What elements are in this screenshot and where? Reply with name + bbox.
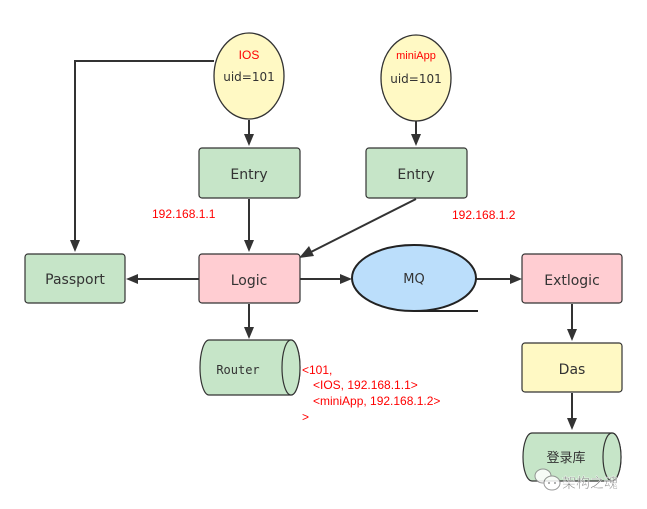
edges [70,60,577,430]
wechat-icon [534,468,561,491]
ip-annotation-1: 192.168.1.1 [152,207,216,221]
mq-label: MQ [403,272,424,287]
node-logic[interactable]: Logic [198,253,301,304]
router-mapping-line-2: <IOS, 192.168.1.1> [313,378,418,392]
arrow-ios-entry1 [244,134,254,146]
edge-entry2-logic [308,198,417,254]
miniapp-uid: uid=101 [390,72,442,86]
entry-2-label: Entry [397,167,434,183]
ios-uid: uid=101 [223,70,275,84]
extlogic-label: Extlogic [544,273,600,289]
router-mapping-line-3: <miniApp, 192.168.1.2> [313,394,440,408]
edge-ios-passport [74,60,214,242]
arrow-logic-mq [340,274,352,284]
node-login-db[interactable]: 登录库 [522,432,622,482]
arrow-mq-extlogic [510,274,522,284]
logic-label: Logic [231,273,268,289]
arrow-das-logindb [567,418,577,430]
node-ios[interactable]: IOS uid=101 [213,32,285,120]
watermark: 架构之魂 [534,468,618,492]
node-passport[interactable]: Passport [24,253,126,304]
node-das[interactable]: Das [521,342,623,393]
arrow-extlogic-das [567,329,577,341]
passport-label: Passport [45,272,105,288]
router-label: Router [216,363,259,377]
ios-title: IOS [239,48,260,62]
node-extlogic[interactable]: Extlogic [521,253,623,304]
watermark-text: 架构之魂 [562,476,618,492]
router-mapping-annotation: <101, <IOS, 192.168.1.1> <miniApp, 192.1… [302,363,440,424]
node-mq[interactable]: MQ [351,244,478,312]
login-db-label: 登录库 [546,450,585,466]
arrow-ios-passport [70,240,80,252]
router-mapping-line-1: <101, [302,363,332,377]
das-label: Das [559,362,586,378]
arrow-logic-router [244,327,254,339]
router-mapping-line-4: > [302,410,309,424]
ip-annotation-2: 192.168.1.2 [452,208,516,222]
node-entry-1[interactable]: Entry [198,147,301,199]
node-entry-2[interactable]: Entry [365,147,468,199]
miniapp-title: miniApp [396,50,436,62]
arrow-miniapp-entry2 [411,134,421,146]
arrow-entry2-logic [299,246,314,258]
node-router[interactable]: Router [199,339,301,396]
arrow-entry1-logic [244,240,254,252]
arrow-logic-passport [126,274,138,284]
entry-1-label: Entry [230,167,267,183]
node-miniapp[interactable]: miniApp uid=101 [380,34,452,122]
